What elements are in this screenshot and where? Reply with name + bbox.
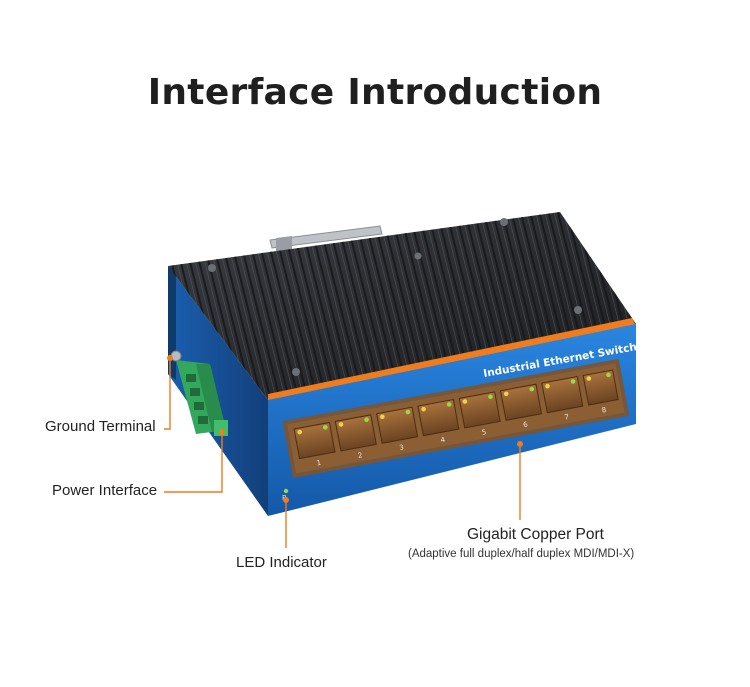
terminal-block <box>176 360 228 436</box>
callout-gigabit-port: Gigabit Copper Port <box>467 526 604 543</box>
callout-ground-terminal: Ground Terminal <box>45 418 156 435</box>
ethernet-port-4[interactable] <box>417 398 460 437</box>
port-number-4: 4 <box>440 436 446 445</box>
port-block: 1 2 3 4 5 6 7 8 <box>282 359 629 478</box>
ethernet-port-6[interactable] <box>499 383 543 421</box>
callout-line-power <box>164 434 223 493</box>
ethernet-port-3[interactable] <box>376 406 419 444</box>
port-number-5: 5 <box>481 428 487 437</box>
callout-power-interface: Power Interface <box>52 482 158 499</box>
ethernet-port-7[interactable] <box>541 376 584 414</box>
callout-line-ground <box>164 360 171 430</box>
ethernet-port-1[interactable] <box>293 421 336 460</box>
port-number-1: 1 <box>316 459 322 468</box>
page-title: Interface Introduction <box>147 72 603 113</box>
led-indicator <box>283 488 289 494</box>
callout-gigabit-port-detail: (Adaptive full duplex/half duplex MDI/MD… <box>408 548 635 560</box>
ethernet-port-5[interactable] <box>458 391 501 429</box>
switch-side-panel <box>168 266 268 516</box>
port-number-8: 8 <box>601 406 607 415</box>
port-number-2: 2 <box>357 451 363 460</box>
callout-lines <box>164 360 521 548</box>
callout-led-indicator: LED Indicator <box>236 554 327 571</box>
ethernet-port-2[interactable] <box>334 414 377 452</box>
port-number-7: 7 <box>564 413 570 422</box>
ethernet-port-8[interactable] <box>582 369 619 406</box>
ethernet-port-row <box>293 369 619 460</box>
port-number-6: 6 <box>522 420 528 429</box>
port-number-3: 3 <box>399 443 405 452</box>
switch-heatsink-top <box>168 212 636 400</box>
